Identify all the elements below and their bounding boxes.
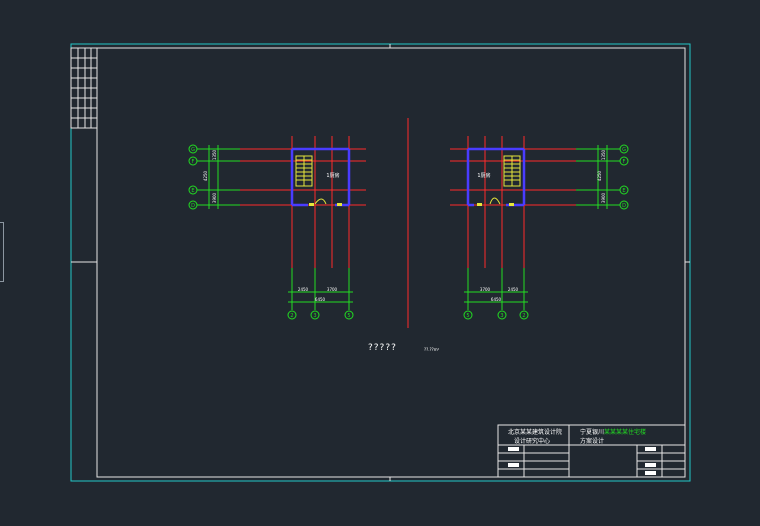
dimension-text: 4250: [203, 170, 208, 181]
axis-label: G: [622, 147, 626, 153]
project-name: 宁夏银川某某某某住宅楼: [580, 427, 646, 436]
axis-bubble: [619, 185, 629, 195]
dimension-text: 6450: [315, 297, 326, 302]
left-plan[interactable]: G F E D 2 3 5 2450 3700 6450 4250 1350 3…: [188, 136, 366, 320]
axis-label: 5: [466, 313, 469, 319]
axis-bubble: [188, 144, 198, 154]
drawing-type: 方案设计: [580, 438, 605, 445]
drawing-title: ?????: [368, 343, 397, 353]
axis-bubble: [463, 310, 473, 320]
dimension-text: 3900: [601, 192, 606, 203]
dimension-text: 2450: [508, 287, 519, 292]
axis-label: E: [191, 188, 194, 194]
dimension-text: 6450: [491, 297, 502, 302]
axis-label: 3: [313, 313, 316, 319]
axis-label: 2: [522, 313, 525, 319]
axis-bubble: [619, 156, 629, 166]
stair-symbol: [295, 155, 313, 187]
room-label: 1厨房: [326, 172, 339, 179]
axis-label: E: [622, 188, 625, 194]
stair-symbol: [503, 155, 521, 187]
axis-label: 3: [500, 313, 503, 319]
axis-label: 2: [290, 313, 293, 319]
project-name-highlight: 某某某某住宅楼: [604, 429, 647, 436]
axis-label: F: [192, 159, 195, 165]
door-swing: [489, 197, 501, 205]
project-name-prefix: 宁夏银川: [580, 429, 605, 436]
axis-bubble: [619, 144, 629, 154]
dimension-text: 2450: [298, 287, 309, 292]
axis-bubble: [310, 310, 320, 320]
axis-bubble: [287, 310, 297, 320]
company-name: 北京某某建筑设计院: [508, 429, 563, 436]
axis-bubble: [497, 310, 507, 320]
dimension-text: 1350: [601, 149, 606, 160]
axis-label: D: [191, 203, 195, 209]
drawing-area-note: ??.??m²: [424, 347, 440, 352]
room-label: 1厨房: [477, 172, 490, 179]
dimension-text: 1350: [212, 149, 217, 160]
title-block[interactable]: [497, 424, 686, 478]
axis-label: G: [191, 147, 195, 153]
drawing-frame: [96, 47, 686, 478]
axis-bubble: [188, 200, 198, 210]
axis-label: 5: [347, 313, 350, 319]
axis-label: F: [623, 159, 626, 165]
axis-label: D: [622, 203, 626, 209]
right-plan[interactable]: G F E D 5 3 2 3700 2450 6450 4250 1350 3…: [450, 136, 629, 320]
sheet-outer-border: [70, 43, 691, 482]
dimension-text: 3900: [212, 192, 217, 203]
side-panel-tab[interactable]: [0, 222, 4, 282]
axis-bubble: [619, 200, 629, 210]
company-department: 设计研究中心: [514, 438, 551, 445]
axis-bubble: [188, 185, 198, 195]
axis-bubble: [188, 156, 198, 166]
binding-strip: [70, 47, 98, 129]
axis-bubble: [344, 310, 354, 320]
door-swing: [314, 198, 327, 205]
dimension-text: 3700: [327, 287, 338, 292]
dimension-text: 4250: [597, 170, 602, 181]
axis-bubble: [519, 310, 529, 320]
dimension-text: 3700: [480, 287, 491, 292]
